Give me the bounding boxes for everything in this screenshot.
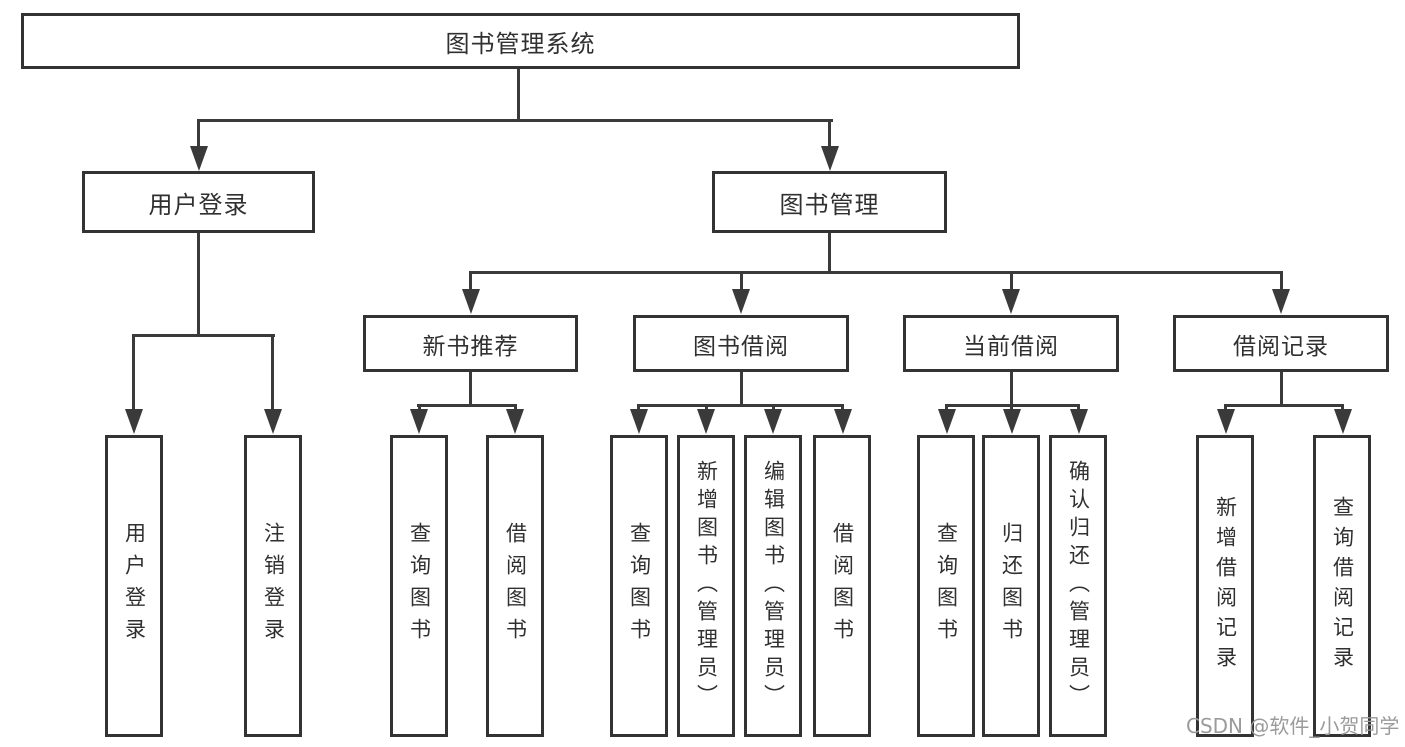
node-label: 用户登录 — [148, 190, 249, 219]
connector-line — [740, 271, 743, 291]
leaf-current-query: 查询图书 — [917, 435, 975, 737]
node-new-book-recommend: 新书推荐 — [363, 315, 578, 372]
connector-line — [1224, 404, 1344, 407]
leaf-label: 注销登录 — [261, 522, 286, 650]
connector-line — [637, 404, 640, 412]
node-current-borrow: 当前借阅 — [903, 315, 1119, 372]
leaf-label: 查询借阅记录 — [1330, 496, 1355, 676]
leaf-label: 确认归还（管理员） — [1066, 460, 1091, 712]
leaf-newbooks-query: 查询图书 — [390, 435, 448, 737]
connector-line — [1341, 404, 1344, 412]
connector-line — [1010, 372, 1013, 407]
connector-line — [132, 334, 275, 337]
connector-line — [417, 404, 517, 407]
arrowhead-down — [938, 409, 956, 434]
arrowhead-down — [697, 409, 715, 434]
connector-line — [740, 372, 743, 407]
connector-line — [637, 404, 844, 407]
connector-line — [271, 334, 274, 411]
node-borrow-records: 借阅记录 — [1173, 315, 1389, 372]
leaf-bookborrow-add-admin: 新增图书（管理员） — [677, 435, 735, 737]
connector-line — [469, 372, 472, 407]
leaf-label: 查询图书 — [627, 522, 652, 650]
node-user-login: 用户登录 — [82, 171, 315, 233]
connector-line — [1010, 271, 1013, 291]
node-book-management: 图书管理 — [712, 171, 947, 233]
leaf-newbooks-borrow: 借阅图书 — [486, 435, 544, 737]
leaf-records-add: 新增借阅记录 — [1196, 435, 1254, 737]
connector-line — [828, 119, 831, 149]
connector-line — [828, 233, 831, 274]
node-book-borrow: 图书借阅 — [633, 315, 849, 372]
connector-line — [1280, 271, 1283, 291]
arrowhead-down — [506, 409, 524, 434]
csdn-watermark: CSDN @软件_小贺同学 — [1186, 714, 1400, 738]
arrowhead-down — [1002, 289, 1020, 314]
arrowhead-down — [1334, 409, 1352, 434]
leaf-bookborrow-borrow: 借阅图书 — [813, 435, 871, 737]
leaf-logout: 注销登录 — [244, 435, 302, 737]
leaf-label: 新增图书（管理员） — [694, 460, 719, 712]
arrowhead-down — [732, 289, 750, 314]
connector-line — [1010, 404, 1013, 412]
node-label: 当前借阅 — [963, 333, 1059, 360]
connector-line — [945, 404, 948, 412]
leaf-label: 编辑图书（管理员） — [761, 460, 786, 712]
arrowhead-down — [190, 146, 208, 171]
node-root-label: 图书管理系统 — [445, 29, 596, 58]
leaf-label: 借阅图书 — [503, 522, 528, 650]
node-label: 借阅记录 — [1233, 333, 1329, 360]
connector-line — [1280, 372, 1283, 407]
arrowhead-down — [264, 409, 282, 434]
arrowhead-down — [1070, 409, 1088, 434]
leaf-records-query: 查询借阅记录 — [1313, 435, 1371, 737]
leaf-label: 新增借阅记录 — [1213, 496, 1238, 676]
connector-line — [197, 233, 200, 336]
leaf-label: 用户登录 — [122, 522, 147, 650]
arrowhead-down — [410, 409, 428, 434]
node-root: 图书管理系统 — [21, 13, 1020, 69]
arrowhead-down — [821, 146, 839, 171]
arrowhead-down — [630, 409, 648, 434]
connector-line — [514, 404, 517, 412]
arrowhead-down — [834, 409, 852, 434]
connector-line — [197, 119, 200, 149]
leaf-bookborrow-query: 查询图书 — [610, 435, 668, 737]
arrowhead-down — [462, 289, 480, 314]
connector-line — [705, 404, 708, 412]
leaf-current-confirm-admin: 确认归还（管理员） — [1049, 435, 1107, 737]
connector-line — [1224, 404, 1227, 412]
arrowhead-down — [1217, 409, 1235, 434]
leaf-bookborrow-edit-admin: 编辑图书（管理员） — [744, 435, 802, 737]
connector-line — [197, 119, 833, 122]
leaf-label: 查询图书 — [934, 522, 959, 650]
arrowhead-down — [125, 409, 143, 434]
connector-line — [469, 271, 472, 291]
arrowhead-down — [1003, 409, 1021, 434]
leaf-label: 归还图书 — [999, 522, 1024, 650]
connector-line — [1077, 404, 1080, 412]
arrowhead-down — [1272, 289, 1290, 314]
leaf-current-return: 归还图书 — [982, 435, 1040, 737]
connector-line — [841, 404, 844, 412]
connector-line — [418, 404, 421, 412]
node-label: 新书推荐 — [422, 333, 519, 360]
leaf-label: 借阅图书 — [830, 522, 855, 650]
leaf-label: 查询图书 — [407, 522, 432, 650]
leaf-user-login: 用户登录 — [105, 435, 163, 737]
connector-line — [469, 271, 1283, 274]
node-label: 图书管理 — [779, 190, 880, 219]
connector-line — [132, 334, 135, 411]
connector-line — [772, 404, 775, 412]
node-label: 图书借阅 — [693, 333, 789, 360]
arrowhead-down — [764, 409, 782, 434]
connector-line — [517, 69, 520, 121]
